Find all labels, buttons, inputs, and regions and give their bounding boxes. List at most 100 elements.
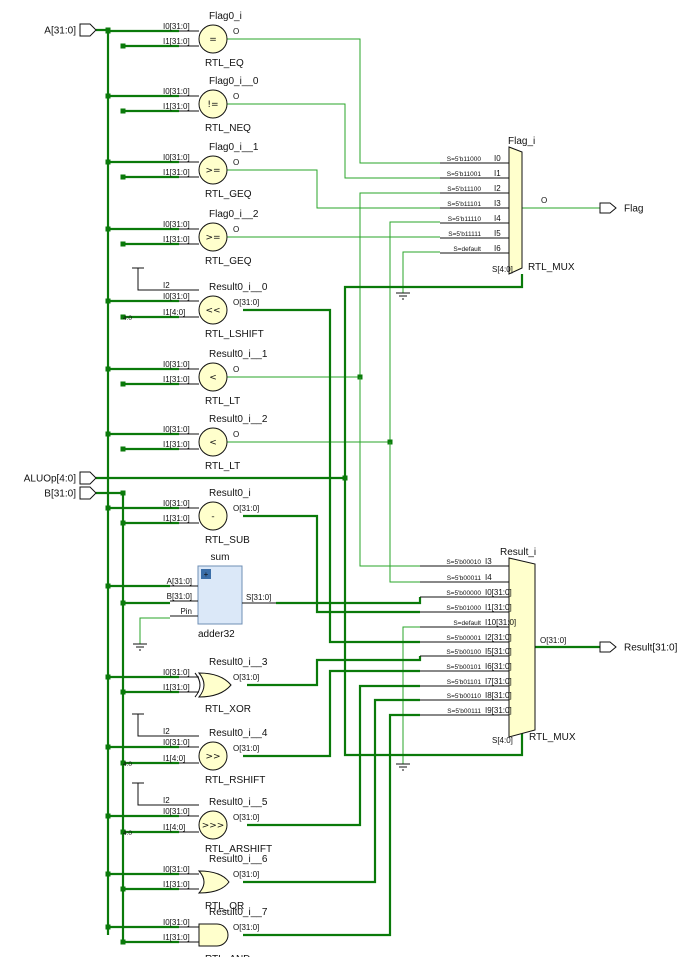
mux-cond: S=5'b11001	[447, 171, 482, 178]
inst-name: Result0_i__5	[209, 797, 268, 808]
mux-cond: S=5'b00011	[447, 575, 482, 582]
inst-name: Result0_i__4	[209, 728, 268, 739]
xor-gate	[197, 672, 232, 698]
net-junction	[105, 674, 111, 680]
inst-name: Result0_i__0	[209, 282, 268, 293]
port-a-label: A[31:0]	[44, 26, 76, 37]
pin-label: I1[31:0]	[163, 235, 190, 244]
cell-type: RTL_MUX	[529, 732, 576, 743]
net-junction	[120, 520, 126, 526]
net-lt-res	[359, 377, 420, 567]
geq-gate	[198, 222, 228, 252]
gate-symbol: !=	[207, 100, 218, 110]
mux-sel-label: S[4:0]	[492, 736, 513, 745]
neq-gate	[198, 89, 228, 119]
mux-cond: S=5'b01101	[447, 679, 482, 686]
pin-label: I1[31:0]	[163, 37, 190, 46]
cell-type: RTL_NEQ	[205, 123, 251, 134]
pin-label: I0[31:0]	[163, 87, 190, 96]
port-b[interactable]	[79, 486, 97, 500]
port-a[interactable]	[79, 23, 97, 37]
ground-symbol	[133, 643, 147, 651]
cell-type: RTL_MUX	[528, 262, 575, 273]
gate-symbol: >=	[205, 233, 220, 243]
net-sub	[243, 514, 420, 614]
net-junction	[105, 583, 111, 589]
pin-out-label: O	[233, 92, 239, 101]
pin-out-label: O[31:0]	[233, 298, 259, 307]
sub-gate	[198, 501, 228, 531]
pin-label: I3	[494, 199, 501, 208]
expand-icon-glyph: +	[204, 570, 209, 579]
inst-name: Flag0_i__1	[209, 142, 259, 153]
cell-type: RTL_LSHIFT	[205, 329, 264, 340]
lt-gate	[198, 427, 228, 457]
cell-type: RTL_AND	[205, 954, 250, 957]
pin-out-label: O[31:0]	[233, 813, 259, 822]
net-lt2-flag	[389, 221, 440, 442]
cell-type: RTL_SUB	[205, 535, 250, 546]
net-xor	[247, 656, 422, 687]
net-a	[96, 28, 110, 935]
arshift-gate	[198, 810, 228, 840]
pin-label: I1[31:0]	[163, 683, 190, 692]
tie-off-wire	[137, 783, 179, 806]
mux-cond: S=5'b00100	[446, 649, 481, 656]
pin-label: I1[4:0]	[163, 754, 185, 763]
port-flag[interactable]	[599, 202, 617, 214]
net-junction	[120, 446, 126, 452]
gate-symbol: <<	[205, 306, 220, 316]
mux-cond: S=5'b00010	[446, 559, 481, 566]
net-junction	[105, 924, 111, 930]
pin-label: I2	[163, 796, 170, 805]
mux-cond: S=5'b01000	[446, 605, 481, 612]
lt-gate	[198, 362, 228, 392]
pin-label: I1[31:0]	[163, 102, 190, 111]
cell-type: RTL_RSHIFT	[205, 775, 265, 786]
pin-label: I0[31:0]	[163, 220, 190, 229]
gate-symbol: <	[209, 373, 217, 383]
net-junction	[105, 813, 111, 819]
gate-symbol: >=	[205, 166, 220, 176]
port-aluop-label: ALUOp[4:0]	[24, 474, 76, 485]
pin-out-label: O[31:0]	[233, 673, 259, 682]
pin-label: I1[4:0]	[163, 823, 185, 832]
gate-symbol: =	[209, 35, 217, 45]
pin-label: I1[4:0]	[163, 308, 185, 317]
pin-label: I1[31:0]	[163, 375, 190, 384]
pin-label: I2[31:0]	[485, 633, 512, 642]
cell-type: RTL_LT	[205, 461, 240, 472]
mux-cond: S=5'b00111	[447, 708, 481, 715]
bus-slice: 4:0	[123, 830, 132, 837]
net-pin	[139, 617, 170, 644]
inst-name: Result0_i	[209, 488, 251, 499]
pin-out-label: O	[233, 365, 239, 374]
inst-name: Result_i	[500, 547, 536, 558]
eq-gate	[198, 24, 228, 54]
net-junction	[105, 93, 111, 99]
nets	[96, 27, 600, 945]
gate-symbol: >>	[205, 752, 220, 762]
port-aluop[interactable]	[79, 471, 97, 485]
ground-symbol	[396, 763, 410, 771]
net-lt-flag	[359, 192, 440, 377]
pin-out-label: O	[541, 196, 547, 205]
port-result[interactable]	[599, 641, 617, 653]
pin-label: B[31:0]	[167, 592, 192, 601]
mux-cond: S=5'b11100	[447, 186, 481, 193]
cell-type: RTL_LT	[205, 396, 240, 407]
cell-type: RTL_XOR	[205, 704, 251, 715]
net-lshift	[243, 308, 420, 644]
gate-symbol: >>>	[202, 821, 225, 831]
inst-name: Flag0_i__0	[209, 76, 259, 87]
gate-symbol: -	[211, 512, 214, 522]
net-junction	[120, 490, 126, 496]
pin-label: A[31:0]	[167, 577, 192, 586]
expand-icon[interactable]	[201, 569, 211, 579]
net-junction	[120, 939, 126, 945]
pin-out-label: O[31:0]	[233, 923, 259, 932]
pin-label: I1[31:0]	[163, 880, 190, 889]
pin-label: I0	[494, 154, 501, 163]
net-junction	[120, 886, 126, 892]
